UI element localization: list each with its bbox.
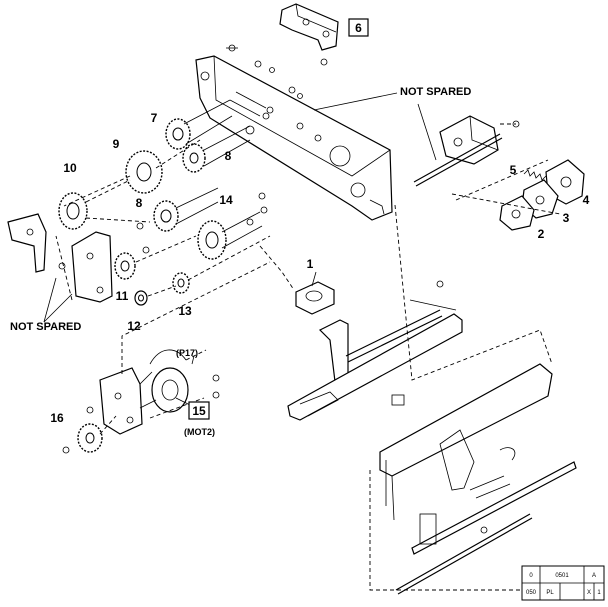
top-bracket	[279, 3, 339, 51]
title-block-r2c4: 1	[597, 590, 601, 596]
callout-9: 9	[113, 137, 120, 151]
assembly-lead-right	[451, 123, 561, 215]
title-block-r1c1: 0	[529, 573, 533, 579]
left-bracket	[7, 213, 47, 273]
callout-7: 7	[151, 111, 158, 125]
gear-14	[197, 211, 263, 260]
label-mot2: (MOT2)	[184, 427, 215, 437]
callout-2: 2	[538, 227, 545, 241]
title-block-r1c3: A	[592, 573, 596, 579]
callout-12: 12	[127, 319, 141, 333]
motor-15	[99, 349, 189, 435]
title-block-r2c3: X	[587, 590, 591, 596]
fastener-screws	[58, 44, 520, 454]
title-block-r2c2: PL	[546, 590, 554, 596]
callout-4: 4	[583, 193, 590, 207]
callout-15: 15	[192, 404, 206, 418]
gear-16	[77, 423, 103, 453]
motor-lead-lines	[99, 349, 207, 435]
title-block-r1c2: 0501	[555, 573, 569, 579]
bottom-right-frame	[379, 363, 577, 595]
callout-6: 6	[355, 21, 362, 35]
callout-3: 3	[563, 211, 570, 225]
boundary-right-lower	[369, 470, 520, 591]
gear-11	[114, 252, 136, 280]
callout-5: 5	[510, 163, 517, 177]
gear-cover-plate	[71, 231, 113, 303]
callout-16: 16	[50, 411, 64, 425]
lower-rail-frame	[287, 299, 463, 421]
note-not-spared-top: NOT SPARED	[400, 86, 471, 98]
title-block: 0 0501 A 050 PL X 1	[521, 565, 605, 601]
callout-11: 11	[116, 289, 129, 303]
callout-8-lower: 8	[136, 196, 143, 210]
boundary-motor	[121, 261, 271, 374]
boundary-left	[55, 175, 131, 301]
title-block-r2c1: 050	[526, 590, 537, 596]
side-frame-plate	[195, 55, 393, 221]
gear-13	[172, 272, 190, 294]
callout-1: 1	[307, 257, 314, 271]
callout-13: 13	[178, 304, 192, 318]
gear-10	[58, 192, 88, 230]
boundary-center	[259, 245, 295, 291]
sensor-bracket-assembly	[413, 115, 503, 187]
center-bracket-1	[295, 281, 349, 391]
callout-10: 10	[63, 161, 77, 175]
gear-8-upper	[182, 143, 206, 173]
callout-15-box	[188, 401, 210, 420]
spring-5	[523, 169, 547, 181]
gear-9	[125, 150, 163, 194]
callout-6-box	[348, 18, 369, 37]
callout-8-upper: 8	[225, 149, 232, 163]
note-not-spared-left: NOT SPARED	[10, 321, 81, 333]
shaft-lines	[85, 99, 271, 297]
callout-14: 14	[219, 193, 233, 207]
label-p17: (P17)	[176, 348, 198, 358]
gear-7	[165, 118, 191, 150]
bushing-12	[134, 290, 148, 306]
gear-8-lower	[153, 200, 179, 232]
boundary-right-upper	[394, 204, 553, 381]
